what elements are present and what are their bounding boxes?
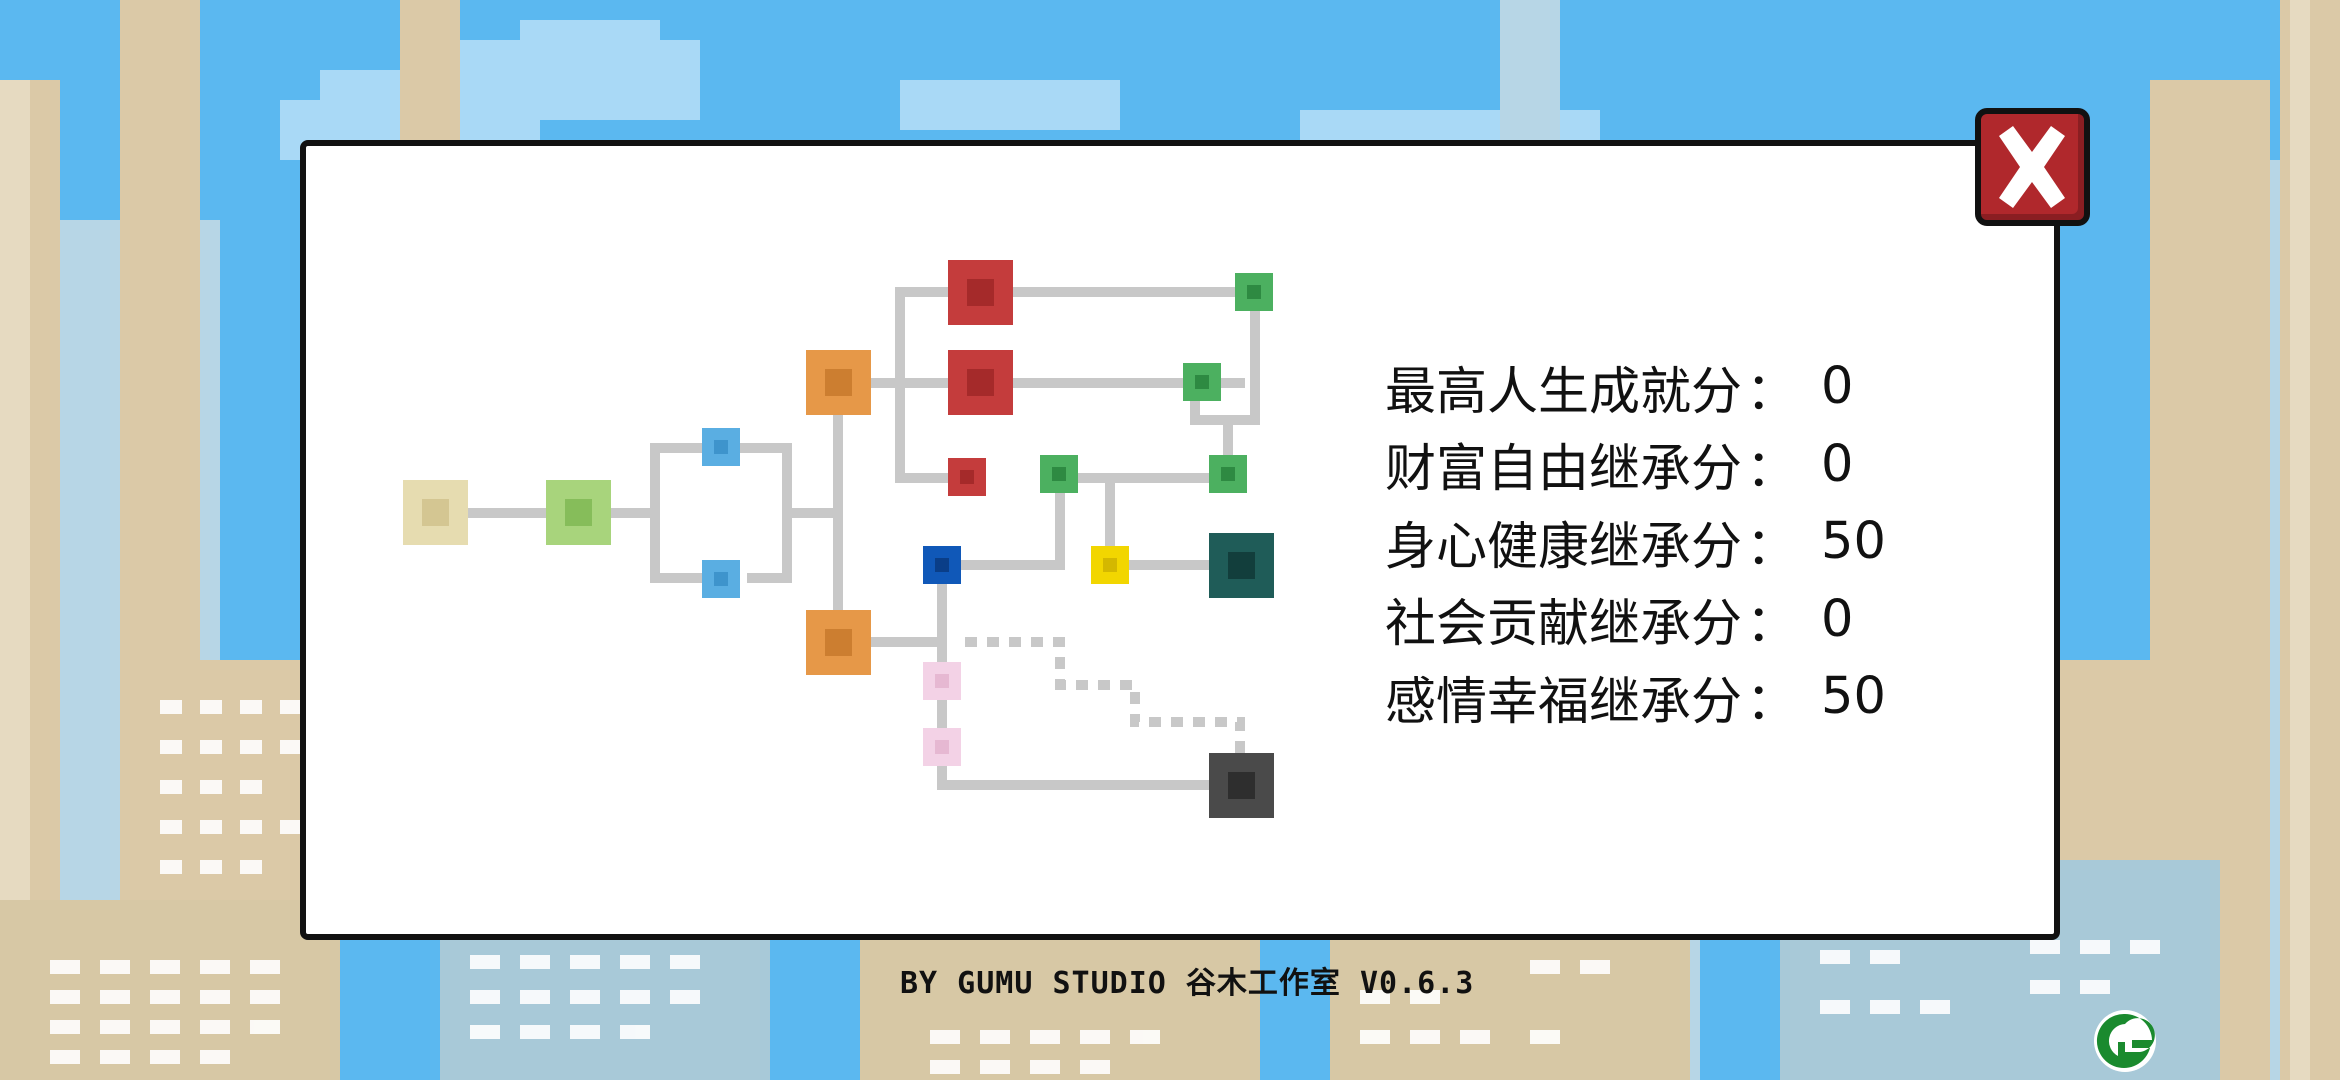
stat-row: 社会贡献继承分： 0 (1385, 581, 2005, 659)
tree-node-pink-2 (923, 728, 961, 766)
stat-row: 身心健康继承分： 50 (1385, 503, 2005, 581)
tree-nodes (403, 260, 1274, 818)
tree-node-green-2 (1183, 363, 1221, 401)
tree-node-teal (1209, 533, 1274, 598)
stat-label: 感情幸福继承分 (1385, 672, 1743, 732)
stat-value: 0 (1821, 434, 1854, 494)
tree-node-red-small (948, 458, 986, 496)
tree-dotted-path (965, 637, 1245, 760)
stat-value: 50 (1821, 512, 1886, 572)
tree-node-lightgreen (546, 480, 611, 545)
app-logo-icon (2094, 1010, 2156, 1072)
stat-value: 50 (1821, 667, 1886, 727)
tree-node-orange-top (806, 350, 871, 415)
stat-value: 0 (1821, 357, 1854, 417)
tree-node-orange-bottom (806, 610, 871, 675)
stat-label: 社会贡献继承分 (1385, 595, 1743, 655)
stat-label: 财富自由继承分 (1385, 440, 1743, 500)
tree-node-red-1 (948, 260, 1013, 325)
tree-node-red-2 (948, 350, 1013, 415)
stat-colon: ： (1746, 672, 1798, 732)
inheritance-stats: 最高人生成就分：0 财富自由继承分：0 身心健康继承分：50 社会贡献继承分：0… (1385, 348, 2005, 736)
stat-label: 身心健康继承分 (1385, 517, 1743, 577)
stat-value: 0 (1821, 589, 1854, 649)
tree-node-green-4 (1209, 455, 1247, 493)
tree-node-pink-1 (923, 662, 961, 700)
tree-node-blue-top (702, 428, 740, 466)
tree-node-darkblue (923, 546, 961, 584)
stat-row: 财富自由继承分： 0 (1385, 426, 2005, 504)
tree-node-start (403, 480, 468, 545)
close-button[interactable] (1975, 108, 2090, 226)
tree-node-green-1 (1235, 273, 1273, 311)
tree-node-yellow (1091, 546, 1129, 584)
tree-node-dark (1209, 753, 1274, 818)
stat-colon: ： (1746, 595, 1798, 655)
close-x-icon (1999, 126, 2065, 208)
tree-node-green-3 (1040, 455, 1078, 493)
studio-credit: BY GUMU STUDIO 谷木工作室 V0.6.3 (900, 966, 1475, 1001)
tree-node-blue-bottom (702, 560, 740, 598)
stat-colon: ： (1746, 440, 1798, 500)
stat-row: 最高人生成就分： 0 (1385, 348, 2005, 426)
stat-label: 最高人生成就分 (1385, 362, 1743, 422)
stat-row: 感情幸福继承分： 50 (1385, 658, 2005, 736)
stat-colon: ： (1746, 362, 1798, 422)
stat-colon: ： (1746, 517, 1798, 577)
skill-tree-diagram (403, 260, 1274, 818)
